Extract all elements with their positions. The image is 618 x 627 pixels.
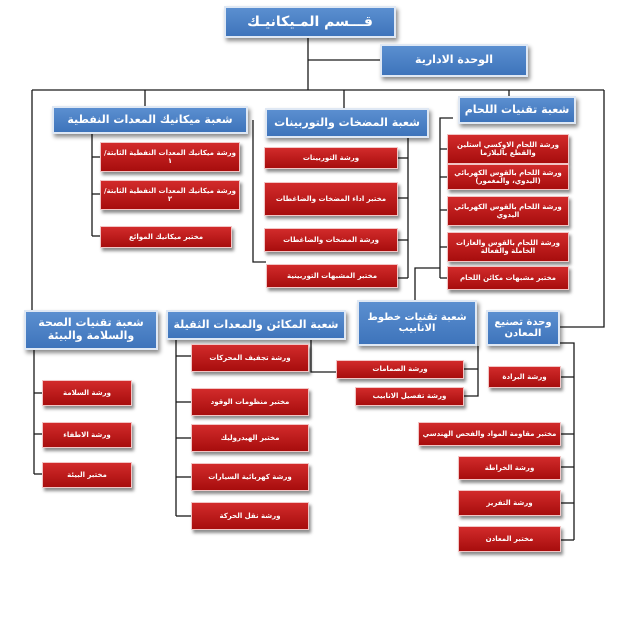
oil-item-3: مختبر ميكانيك الموائع [100, 226, 232, 248]
pipes-item-2: ورشة تفصيل الانابيب [355, 387, 464, 406]
metals-item-5: مختبر المعادن [458, 526, 561, 552]
pumps-item-2: مختبر اداء المضخات والضاغطات [264, 182, 398, 216]
welding-item-1: ورشة اللحام الاوكسي استلين والقطع بالبلا… [447, 134, 569, 164]
welding-item-3: ورشة اللحام بالقوس الكهربائي اليدوي [447, 196, 569, 226]
metals-item-3: ورشة الخراطة [458, 456, 561, 480]
heavy-item-2: مختبر منظومات الوقود [191, 388, 309, 416]
pumps-branch-box: شعبة المضخات والتوربينات [265, 108, 429, 138]
metals-item-4: ورشة التفريز [458, 490, 561, 516]
pipes-branch-box: شعبة تقنيات خطوط الانابيب [357, 300, 477, 346]
pumps-item-4: مختبر المشبهات التوربينية [266, 264, 398, 288]
welding-branch-box: شعبة تقنيات اللحام [458, 96, 576, 124]
welding-item-2: ورشة اللحام بالقوس الكهربائي (اليدوي، وا… [447, 164, 569, 190]
safety-branch-box: شعبة تقنيات الصحة والسلامة والبيئة [24, 310, 158, 350]
metals-item-1: ورشة البرادة [488, 366, 561, 388]
pumps-item-3: ورشة المضخات والضاغطات [264, 228, 398, 252]
safety-item-3: مختبر البيئة [42, 462, 132, 488]
safety-item-1: ورشة السلامة [42, 380, 132, 406]
safety-item-2: ورشة الاطفاء [42, 422, 132, 448]
heavy-item-1: ورشة تجفيف المحركات [191, 344, 309, 372]
metals-branch-box: وحدة تصنيع المعادن [486, 310, 560, 346]
oil-item-2: ورشة ميكانيك المعدات النفطية الثابتة/٢ [100, 180, 240, 210]
welding-item-5: مختبر مشبهات مكائن اللحام [447, 266, 569, 290]
metals-item-2: مختبر مقاومة المواد والفحص الهندسي [418, 422, 561, 446]
oil-branch-box: شعبة ميكانيك المعدات النفطية [52, 106, 248, 134]
pumps-item-1: ورشة التوربينات [264, 147, 398, 169]
oil-item-1: ورشة ميكانيك المعدات النفطية الثابتة/١ [100, 142, 240, 172]
pipes-item-1: ورشة الصمامات [336, 360, 464, 379]
admin-unit-box: الوحدة الادارية [380, 44, 528, 77]
heavy-item-3: مختبر الهيدروليك [191, 424, 309, 452]
heavy-item-4: ورشة كهربائية السيارات [191, 463, 309, 491]
department-box: قـــسم المـيكانيـك [224, 6, 396, 38]
heavy-item-5: ورشة نقل الحركة [191, 502, 309, 530]
heavy-branch-box: شعبة المكائن والمعدات الثقيلة [166, 310, 346, 340]
welding-item-4: ورشة اللحام بالقوس والغازات الخاملة والف… [447, 232, 569, 262]
